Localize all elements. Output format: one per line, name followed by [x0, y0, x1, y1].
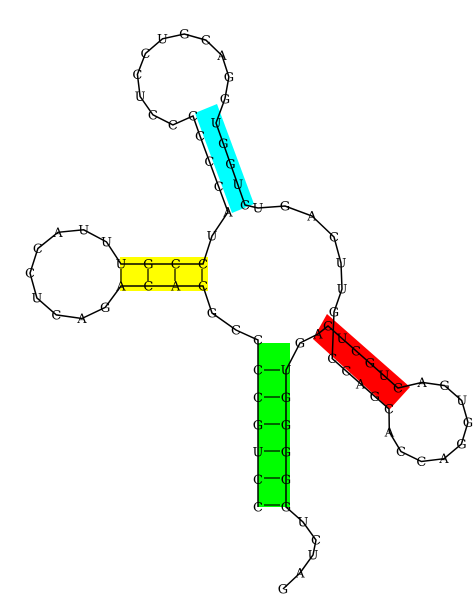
nucleotide: A: [170, 280, 181, 295]
stem-highlight-green: [258, 343, 290, 507]
nucleotide: G: [463, 416, 473, 431]
nucleotide: U: [336, 257, 347, 272]
nucleotide: G: [224, 70, 234, 85]
nucleotide: U: [135, 90, 146, 105]
nucleotide: C: [143, 280, 153, 295]
nucleotide: C: [341, 365, 351, 380]
base-pairs: [120, 269, 280, 506]
backbone-line: [29, 33, 469, 590]
nucleotide: U: [337, 332, 348, 347]
nucleotide: C: [33, 242, 43, 257]
nucleotide: A: [52, 226, 63, 241]
nucleotide: G: [280, 200, 290, 215]
nucleotide: G: [281, 473, 291, 488]
nucleotide: U: [116, 258, 127, 273]
nucleotide: C: [195, 130, 205, 145]
nucleotide: U: [78, 223, 89, 238]
nucleotide: A: [76, 312, 87, 327]
nucleotide: C: [198, 258, 208, 273]
nucleotide: G: [253, 418, 263, 433]
nucleotide: G: [143, 258, 153, 273]
nucleotide: G: [370, 390, 380, 405]
nucleotide: G: [365, 357, 375, 372]
nucleotide: U: [337, 283, 348, 298]
nucleotide: C: [171, 258, 181, 273]
nucleotide: U: [211, 117, 222, 132]
nucleotide: C: [132, 68, 142, 83]
nucleotide: C: [204, 155, 214, 170]
nucleotide: G: [439, 379, 449, 394]
nucleotide: C: [384, 403, 394, 418]
nucleotide: C: [323, 320, 333, 335]
nucleotide: A: [216, 49, 227, 64]
nucleotide: G: [295, 337, 305, 352]
nucleotide: G: [225, 158, 235, 173]
nucleotide: C: [393, 382, 403, 397]
nucleotide: G: [278, 583, 288, 598]
nucleotide: U: [308, 549, 319, 564]
nucleotide: A: [384, 426, 395, 441]
nucleotide: C: [329, 231, 339, 246]
nucleotide: C: [253, 334, 263, 349]
nucleotide: G: [456, 438, 466, 453]
nucleotide: C: [327, 352, 337, 367]
nucleotide: C: [416, 455, 426, 470]
nucleotide: U: [101, 235, 112, 250]
nucleotide: C: [188, 110, 198, 125]
nucleotide: C: [168, 118, 178, 133]
nucleotide: C: [198, 280, 208, 295]
nucleotide: U: [379, 369, 390, 384]
nucleotide: A: [416, 376, 427, 391]
nucleotide: U: [456, 394, 467, 409]
stem-highlight-red: [313, 314, 410, 409]
nucleotide: C: [148, 108, 158, 123]
nucleotide: C: [253, 391, 263, 406]
nucleotide: C: [201, 34, 211, 49]
nucleotide: G: [281, 391, 291, 406]
nucleotide: C: [253, 501, 263, 516]
nucleotide: U: [253, 446, 264, 461]
nucleotide: A: [306, 210, 317, 225]
nucleotide: C: [253, 364, 263, 379]
nucleotide: C: [141, 47, 151, 62]
nucleotide: A: [222, 206, 233, 221]
nucleotide: A: [355, 377, 366, 392]
nucleotide: A: [294, 567, 305, 582]
nucleotide: G: [281, 446, 291, 461]
nucleotide: C: [311, 534, 321, 549]
nucleotide: G: [179, 28, 189, 43]
nucleotide: A: [312, 328, 323, 343]
nucleotide: G: [329, 306, 339, 321]
nucleotide: G: [218, 137, 228, 152]
nucleotide: U: [253, 202, 264, 217]
nucleotide: G: [220, 92, 230, 107]
nucleotide: C: [253, 473, 263, 488]
nucleotide: U: [298, 516, 309, 531]
nucleotide: A: [438, 452, 449, 467]
stem-highlight-cyan: [195, 104, 254, 213]
nucleotide: U: [232, 178, 243, 193]
nucleotide: G: [207, 307, 217, 322]
nucleotide: G: [281, 501, 291, 516]
nucleotide: U: [31, 291, 42, 306]
nucleotide: U: [207, 230, 218, 245]
nucleotide: U: [157, 32, 168, 47]
nucleotide: C: [351, 344, 361, 359]
stem-highlights: [120, 104, 410, 507]
nucleotide: C: [396, 445, 406, 460]
nucleotide: G: [281, 418, 291, 433]
nucleotide: C: [214, 180, 224, 195]
nucleotide: G: [100, 301, 110, 316]
nucleotide: C: [51, 308, 61, 323]
nucleotide: A: [115, 280, 126, 295]
nucleotide: C: [240, 199, 250, 214]
stem-highlight-yellow: [120, 257, 208, 291]
nucleotide: U: [281, 364, 292, 379]
nucleotide: C: [25, 267, 35, 282]
nucleotide: C: [231, 324, 241, 339]
